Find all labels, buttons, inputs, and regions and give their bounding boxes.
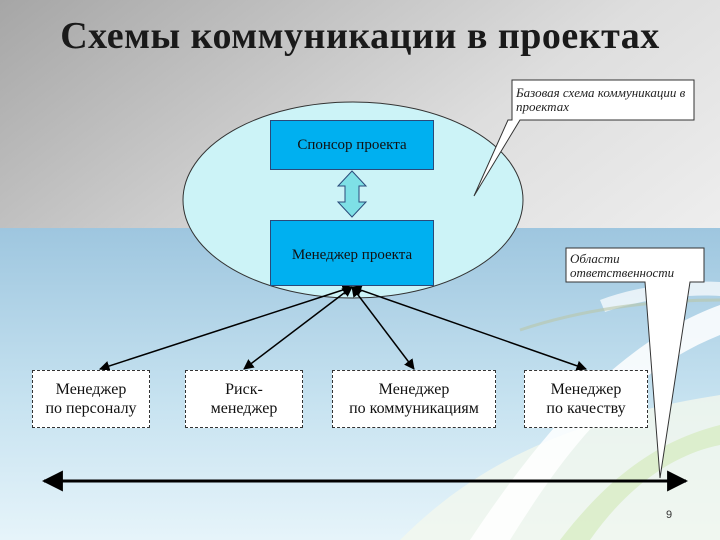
role-hr-line2: по персоналу: [45, 400, 137, 417]
arrow-to-quality: [351, 285, 587, 371]
role-hr-line1: Менеджер: [55, 381, 127, 398]
sponsor-box: Спонсор проекта: [270, 120, 434, 170]
connector-arrows: [99, 284, 587, 372]
role-quality-line2: по качеству: [546, 400, 626, 417]
role-quality-line1: Менеджер: [550, 381, 622, 398]
base-scheme-callout: [473, 79, 695, 197]
responsibility-callout-text: Области ответственности: [570, 251, 675, 280]
slide-title: Схемы коммуникации в проектах: [60, 15, 660, 57]
double-arrow-icon: [336, 170, 368, 218]
role-comm-line1: Менеджер: [378, 381, 450, 398]
role-risk-line2: менеджер: [210, 400, 278, 417]
role-box-comm: Менеджер по коммуникациям: [332, 370, 496, 428]
base-scheme-callout-text: Базовая схема коммуникации в проектах: [516, 85, 686, 114]
arrow-to-comm: [351, 286, 415, 370]
manager-label: Менеджер проекта: [291, 247, 413, 263]
sponsor-label: Спонсор проекта: [297, 136, 407, 153]
arrow-to-risk: [243, 286, 353, 370]
role-box-risk: Риск- менеджер: [185, 370, 303, 428]
page-number: 9: [666, 509, 673, 521]
arrow-to-hr: [99, 284, 353, 372]
role-comm-line2: по коммуникациям: [349, 400, 479, 417]
role-box-hr: Менеджер по персоналу: [32, 370, 150, 428]
role-risk-line1: Риск-: [225, 381, 263, 398]
role-box-quality: Менеджер по качеству: [524, 370, 648, 428]
manager-box: Менеджер проекта: [270, 220, 434, 286]
responsibility-callout: [565, 247, 705, 479]
